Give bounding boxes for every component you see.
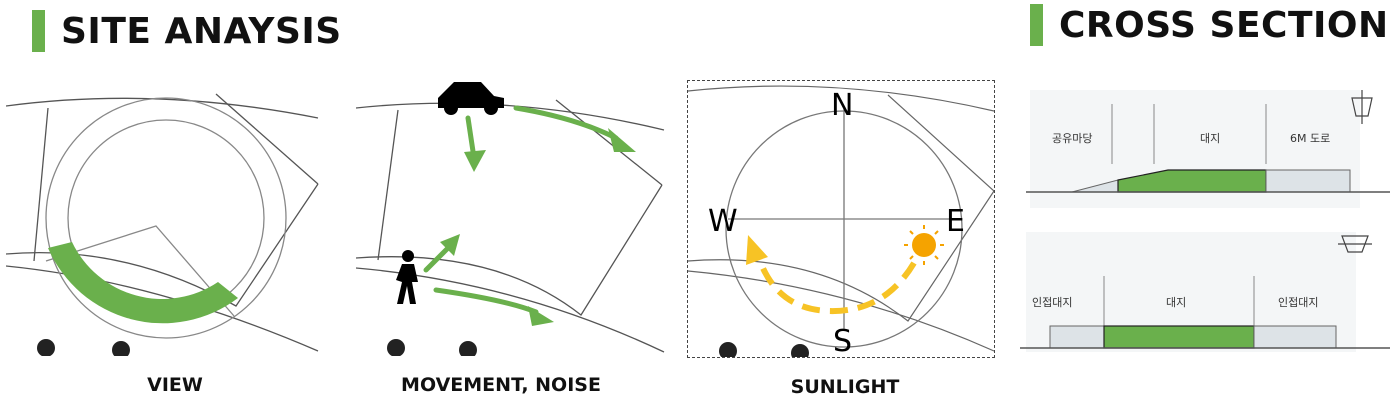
sunlight-site-map: N S W E [688, 85, 994, 357]
tree-icons [37, 339, 130, 356]
site-analysis-heading: SITE ANAYSIS [32, 10, 342, 52]
sun-path-arrowhead [746, 235, 768, 265]
compass-south: S [833, 324, 852, 357]
cross-section-top: 공유마당 대지 6M 도로 [1020, 84, 1392, 214]
heading-accent-bar [1030, 4, 1043, 46]
site-analysis-title: SITE ANAYSIS [61, 10, 342, 52]
compass-west: W [708, 204, 738, 239]
view-site-map [6, 93, 319, 356]
section-bottom-drawing [1020, 232, 1390, 352]
tree-icons [719, 342, 809, 357]
cross-section-title: CROSS SECTION [1059, 4, 1389, 46]
section-bottom-label-1: 인접대지 [1032, 296, 1073, 309]
section-top-label-3: 6M 도로 [1290, 132, 1331, 145]
sunlight-panel: N S W E [687, 80, 995, 358]
movement-site-map [356, 82, 665, 356]
movement-panel [356, 60, 666, 356]
sun-path [757, 259, 917, 315]
cross-section-bottom: 인접대지 대지 인접대지 [1016, 226, 1392, 356]
sun-icon [904, 225, 944, 265]
tree-icons [387, 339, 477, 356]
section-key-icon [1351, 90, 1373, 124]
section-top-drawing [1026, 90, 1390, 208]
car-icon [438, 82, 504, 115]
section-bottom-label-2: 대지 [1166, 296, 1187, 309]
section-top-label-1: 공유마당 [1052, 132, 1093, 145]
sunlight-caption: SUNLIGHT [790, 376, 900, 398]
section-bottom-label-3: 인접대지 [1278, 296, 1319, 309]
cross-section-heading: CROSS SECTION [1030, 4, 1389, 46]
section-top-label-2: 대지 [1200, 132, 1221, 145]
section-key-icon [1338, 235, 1372, 253]
compass-icon [725, 109, 963, 348]
view-panel [6, 76, 320, 356]
view-caption: VIEW [147, 374, 203, 396]
movement-caption: MOVEMENT, NOISE [401, 374, 601, 396]
compass-east: E [946, 204, 965, 239]
compass-north: N [831, 88, 853, 123]
view-arc [48, 242, 238, 324]
pedestrian-icon [396, 250, 418, 304]
heading-accent-bar [32, 10, 45, 52]
